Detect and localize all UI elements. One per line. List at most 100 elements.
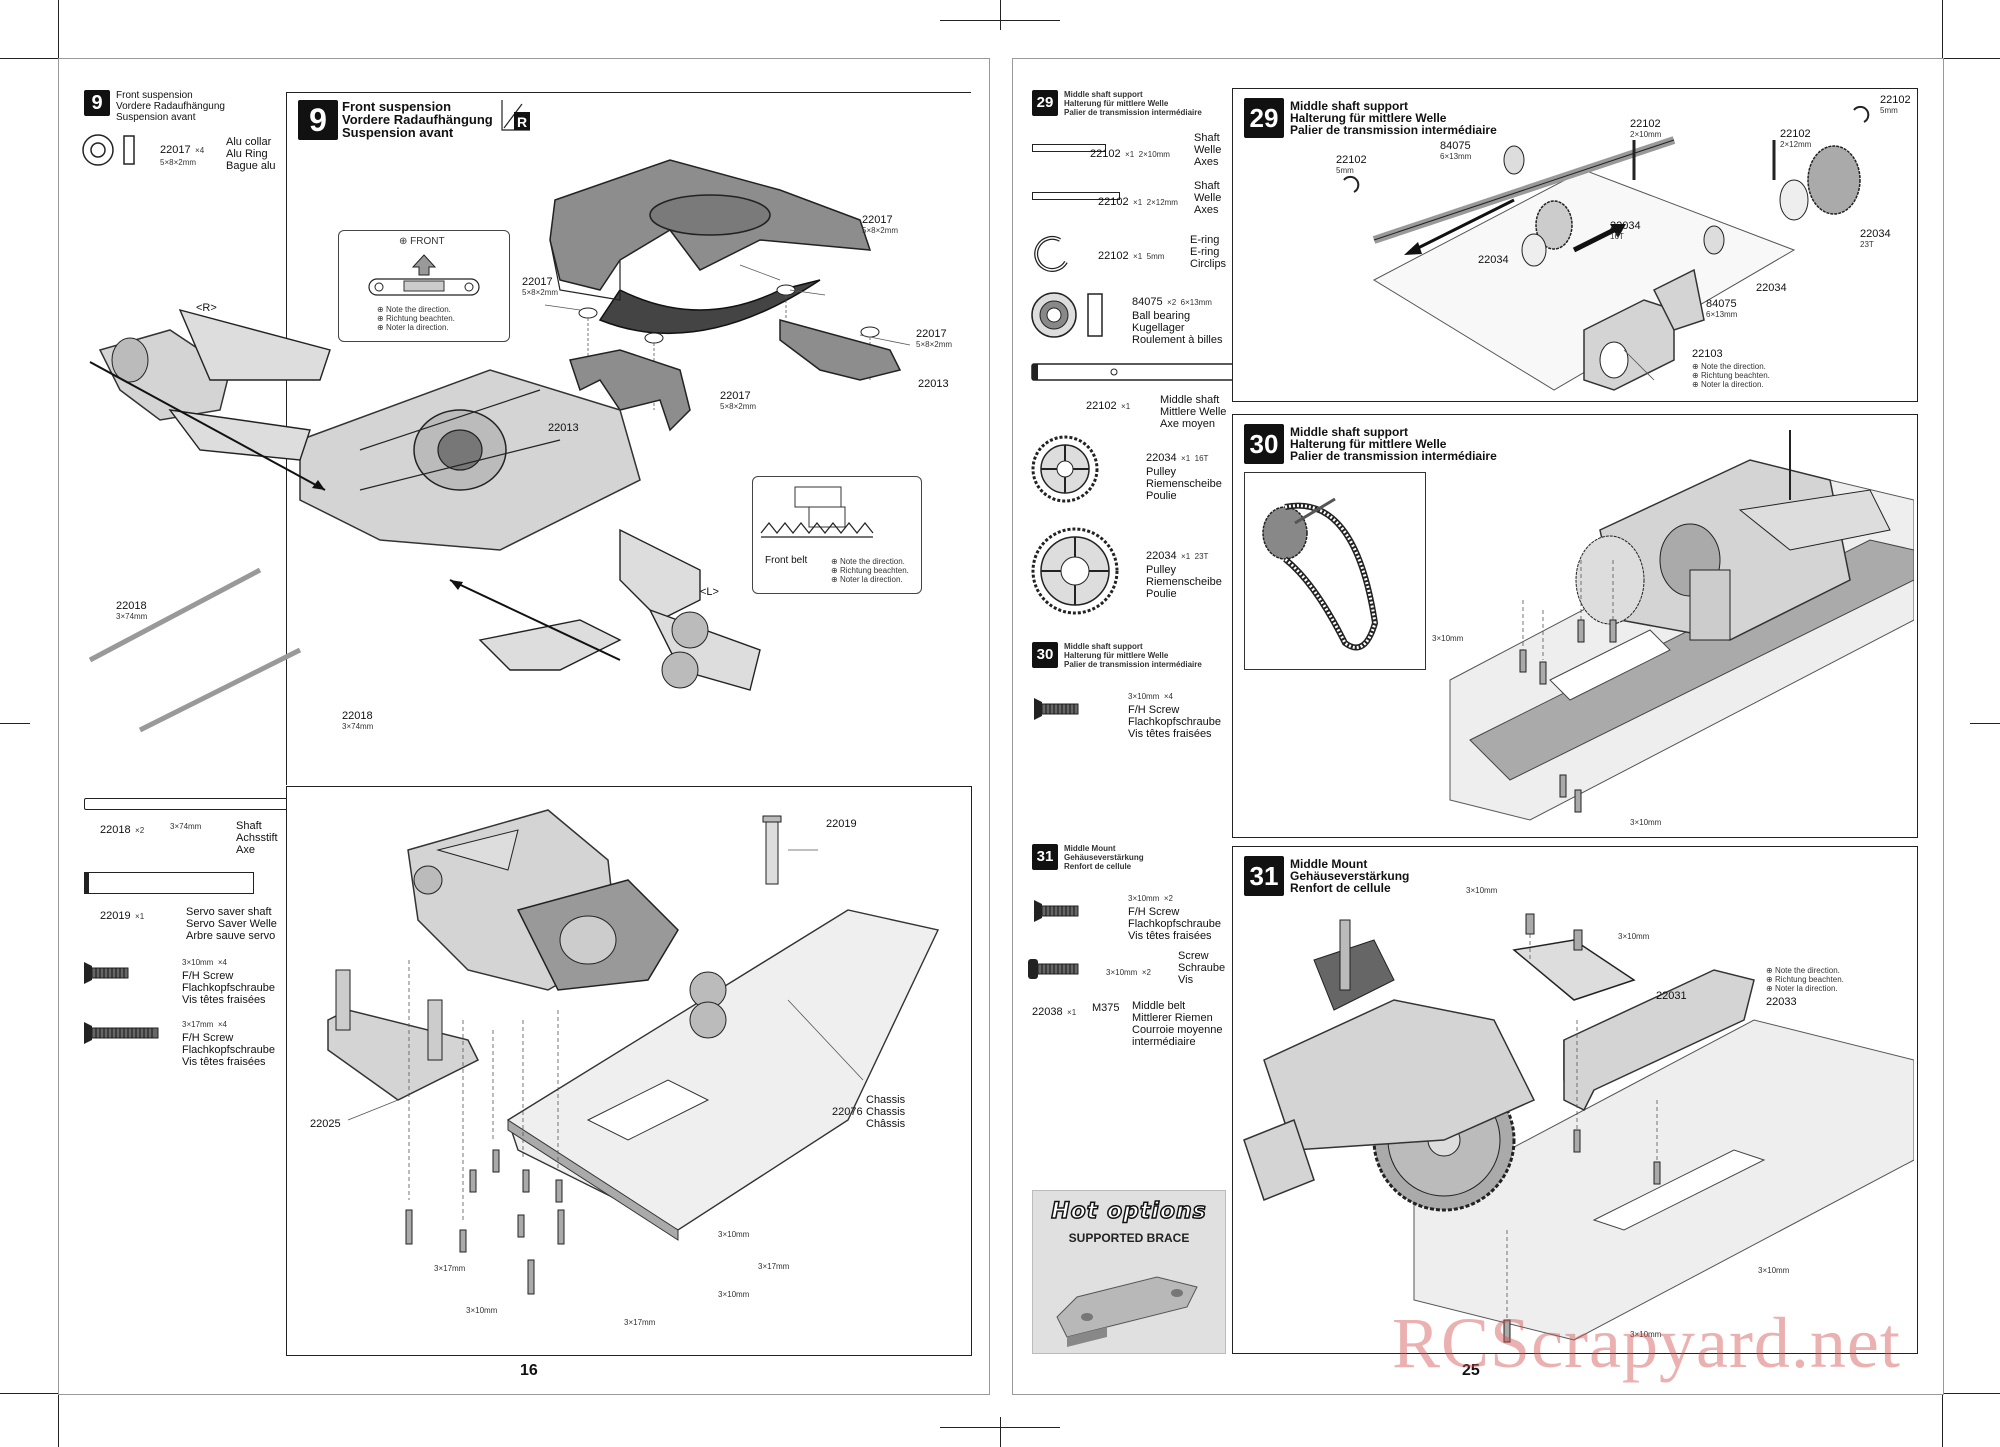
part-22018-desc: Shaft Achsstift Axe bbox=[236, 820, 278, 856]
callout-22013-b: 22013 bbox=[918, 378, 949, 390]
part-84075: 84075 ×2 6×13mm Ball bearing Kugellager … bbox=[1132, 296, 1223, 346]
label-31-s3: 3×10mm bbox=[1758, 1266, 1790, 1275]
e-ring-icon bbox=[1034, 236, 1068, 272]
step-9-header: 9 Front suspension Vordere Radaufhängung… bbox=[298, 100, 598, 142]
callout-22017-c: 22017 5×8×2mm bbox=[720, 390, 757, 411]
svg-text:R: R bbox=[517, 114, 527, 130]
step-number: 9 bbox=[84, 90, 110, 116]
belt-inset-box bbox=[1244, 472, 1426, 670]
label-screw-s1: 3×10mm bbox=[718, 1230, 750, 1239]
screw-3x17-icon bbox=[84, 1022, 159, 1044]
label-30-s2: 3×10mm bbox=[1630, 818, 1662, 827]
label-22025: 22025 bbox=[310, 1118, 341, 1130]
part-22034-23t: 22034 ×1 23T Pulley Riemenscheibe Poulie bbox=[1146, 550, 1222, 600]
part-screw-3x17: 3×17mm ×4 F/H Screw Flachkopfschraube Vi… bbox=[182, 1020, 275, 1068]
label-22033: 22033 bbox=[1766, 996, 1797, 1008]
front-note-box: ⊕ FRONT ⊕ Note the direction. ⊕ Richtung… bbox=[338, 230, 510, 342]
pulley-16t-icon bbox=[1031, 435, 1099, 503]
step-title-en: Front suspension bbox=[116, 90, 193, 101]
middle-mount-drawing bbox=[1243, 913, 1914, 1343]
part-screw-30: 3×10mm ×4 F/H Screw Flachkopfschraube Vi… bbox=[1128, 692, 1221, 740]
label-29-e: 22034 bbox=[1478, 254, 1509, 266]
label-screw-s3: 3×17mm bbox=[758, 1262, 790, 1271]
label-31-s2: 3×10mm bbox=[1618, 932, 1650, 941]
label-screw-s2: 3×17mm bbox=[434, 1264, 466, 1273]
label-22076: 22076 bbox=[832, 1106, 863, 1118]
label-31-s1: 3×10mm bbox=[1466, 886, 1498, 895]
part-22017-desc: Alu collar Alu Ring Bague alu bbox=[226, 136, 276, 172]
part-22102-2x10: 22102 ×1 2×10mm bbox=[1090, 148, 1170, 160]
label-screw-s4: 3×10mm bbox=[466, 1306, 498, 1315]
part-22102-ering: 22102 ×1 5mm bbox=[1098, 250, 1165, 262]
label-22031: 22031 bbox=[1656, 990, 1687, 1002]
sidebar-step-9-header: 9 Front suspension Vordere Radaufhängung… bbox=[84, 90, 284, 123]
part-22102-2x12: 22102 ×1 2×12mm bbox=[1098, 196, 1178, 208]
callout-22013-a: 22013 bbox=[548, 422, 579, 434]
screw-fh-icon-31 bbox=[1034, 900, 1079, 922]
sidebar-step-30-header: 30 Middle shaft support Halterung für mi… bbox=[1032, 642, 1232, 672]
watermark: RCScrapyard.net bbox=[1392, 1303, 1901, 1383]
callout-22018-a: 22018 3×74mm bbox=[116, 600, 148, 621]
sidebar-step-29-header: 29 Middle shaft support Halterung für mi… bbox=[1032, 90, 1232, 120]
callout-22017-d: 22017 5×8×2mm bbox=[916, 328, 953, 349]
page-number-right: 25 bbox=[1462, 1362, 1480, 1379]
hot-options-caption: SUPPORTED BRACE bbox=[1068, 1231, 1190, 1245]
step-title-de: Vordere Radaufhängung bbox=[116, 101, 225, 112]
chassis-assembly-drawing bbox=[327, 809, 940, 1295]
shaft-2x10-icon bbox=[1032, 144, 1106, 152]
note-29: ⊕ Note the direction. ⊕ Richtung beachte… bbox=[1692, 362, 1770, 389]
label-29-j: 22034 bbox=[1756, 282, 1787, 294]
shaft-2x12-icon bbox=[1032, 192, 1120, 200]
part-screw-round-31: 3×10mm ×2 bbox=[1106, 968, 1151, 977]
screw-3x10-icon-30 bbox=[1034, 698, 1079, 720]
step-31-header: 31 Middle Mount Gehäuseverstärkung Renfo… bbox=[1244, 856, 1544, 898]
step-30-header: 30 Middle shaft support Halterung für mi… bbox=[1244, 424, 1544, 466]
step-number: 9 bbox=[298, 100, 338, 140]
label-31-s4: 3×10mm bbox=[1630, 1330, 1662, 1339]
sidebar-step-31-header: 31 Middle Mount Gehäuseverstärkung Renfo… bbox=[1032, 844, 1232, 874]
label-29-k: 22103 bbox=[1692, 348, 1723, 360]
label-screw-s5: 3×10mm bbox=[718, 1290, 750, 1299]
step-29-header: 29 Middle shaft support Halterung für mi… bbox=[1244, 98, 1544, 140]
pulley-23t-icon bbox=[1031, 527, 1119, 615]
part-22019-desc: Servo saver shaft Servo Saver Welle Arbr… bbox=[186, 906, 277, 942]
page-number-left: 16 bbox=[520, 1362, 538, 1379]
callout-22018-b: 22018 3×74mm bbox=[342, 710, 374, 731]
hot-options-ad: Hot options SUPPORTED BRACE bbox=[1032, 1190, 1226, 1354]
hot-options-logo: Hot options bbox=[1051, 1198, 1207, 1225]
part-22018: 22018 ×2 bbox=[100, 824, 145, 836]
part-screw-3x10: 3×10mm ×4 F/H Screw Flachkopfschraube Vi… bbox=[182, 958, 275, 1006]
step-title-fr: Suspension avant bbox=[116, 112, 196, 123]
alu-collar-icon bbox=[82, 134, 135, 166]
label-22019: 22019 bbox=[826, 818, 857, 830]
callout-22017-b: 22017 5×8×2mm bbox=[862, 214, 899, 235]
side-label-r: <R> bbox=[196, 302, 217, 314]
screw-3x10-icon bbox=[84, 962, 129, 984]
shaft-22019-icon bbox=[84, 872, 254, 894]
screw-round-icon-31 bbox=[1028, 959, 1079, 979]
middle-shaft-install-drawing bbox=[1449, 430, 1914, 821]
ball-bearing-icon bbox=[1031, 292, 1103, 338]
left-right-icon: R bbox=[501, 100, 530, 131]
side-label-l: <L> bbox=[700, 586, 719, 598]
part-22017: 22017 ×4 5×8×2mm bbox=[160, 144, 205, 167]
part-22038: 22038 ×1 bbox=[1032, 1006, 1077, 1018]
belt-note-box: Front belt ⊕ Note the direction. ⊕ Richt… bbox=[752, 476, 922, 594]
label-30-s1: 3×10mm bbox=[1432, 634, 1464, 643]
part-22019: 22019 ×1 bbox=[100, 910, 145, 922]
label-chassis: Chassis Chassis Châssis bbox=[866, 1094, 906, 1130]
part-22102-middle: 22102 ×1 bbox=[1086, 400, 1131, 412]
callout-22017-a: 22017 5×8×2mm bbox=[522, 276, 559, 297]
middle-shaft-exploded-drawing bbox=[1343, 105, 1870, 391]
note-31: ⊕ Note the direction. ⊕ Richtung beachte… bbox=[1766, 966, 1844, 993]
part-22034-16t: 22034 ×1 16T Pulley Riemenscheibe Poulie bbox=[1146, 452, 1222, 502]
label-screw-s6: 3×17mm bbox=[624, 1318, 656, 1327]
